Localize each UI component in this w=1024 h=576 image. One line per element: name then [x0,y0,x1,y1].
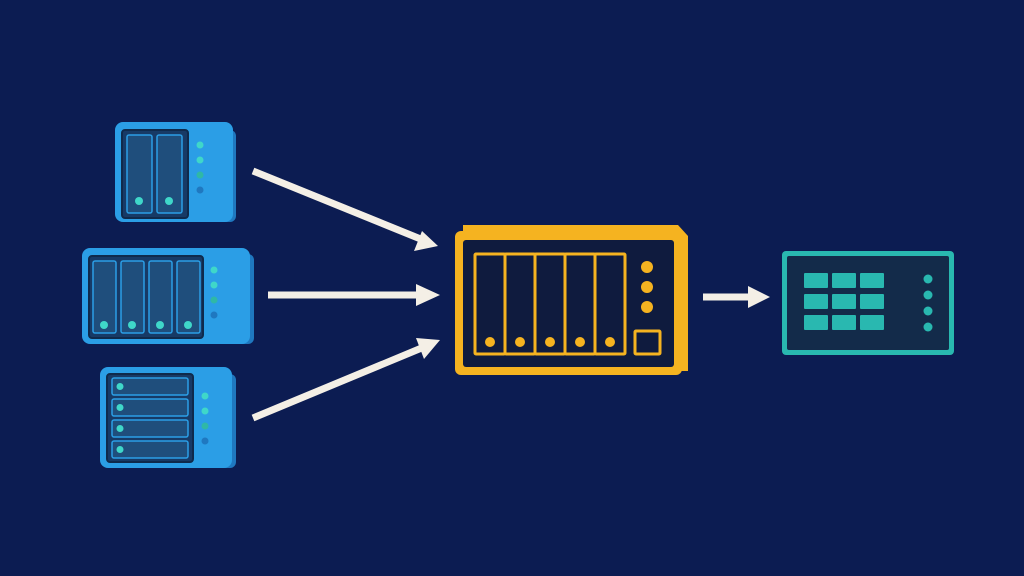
arrowhead-icon [748,286,770,308]
grid-cell [804,294,828,309]
bay-4 [176,260,201,334]
target-status-led [923,290,933,300]
status-led [210,311,218,319]
status-led [210,281,218,289]
hub-display [633,329,662,356]
status-led [201,422,209,430]
bay-3 [148,260,173,334]
bay-led [116,446,124,453]
hub-bay-led [545,337,555,347]
hub-status-led [641,281,653,293]
bay-led [116,383,124,390]
source-server-1-icon [115,122,236,222]
bay-led [128,321,136,329]
storage-grid-target-icon [782,251,954,355]
grid-cell [860,294,884,309]
source-server-2-icon [82,248,254,344]
grid-cell [860,315,884,330]
bay-1 [111,377,189,396]
status-led [196,171,204,179]
target-status-led [923,306,933,316]
arrow-source-3-to-hub [251,343,426,422]
hub-bay-led [575,337,585,347]
grid-cell [804,273,828,288]
status-led [210,296,218,304]
bay-2 [111,398,189,417]
status-led [201,392,209,400]
bay-2 [120,260,145,334]
nas-hub-icon [455,225,688,375]
target-status-led [923,274,933,284]
bay-4 [111,440,189,459]
hub-bay-led [485,337,495,347]
arrowhead-icon [414,231,438,251]
status-led [196,186,204,194]
bay-led [135,197,143,205]
target-status-led [923,322,933,332]
bay-led [156,321,164,329]
source-server-3-icon [100,367,236,468]
bay-1 [92,260,117,334]
status-led [201,437,209,445]
hub-status-led [641,261,653,273]
status-led [196,156,204,164]
status-led [196,141,204,149]
bay-3 [111,419,189,438]
bay-1 [126,134,153,214]
bay-led [116,425,124,432]
arrowhead-icon [416,338,440,359]
bay-led [100,321,108,329]
grid-cell [860,273,884,288]
bay-led [184,321,192,329]
arrowhead-icon [416,284,440,306]
grid-cell [804,315,828,330]
hub-bay-led [605,337,615,347]
bay-2 [156,134,183,214]
arrow-source-1-to-hub [251,167,430,246]
grid-cell [832,294,856,309]
bay-led [116,404,124,411]
status-led [201,407,209,415]
bay-led [165,197,173,205]
hub-bay-5 [593,252,627,356]
grid-cell [832,315,856,330]
hub-status-led [641,301,653,313]
status-led [210,266,218,274]
grid-cell [832,273,856,288]
hub-bay-led [515,337,525,347]
